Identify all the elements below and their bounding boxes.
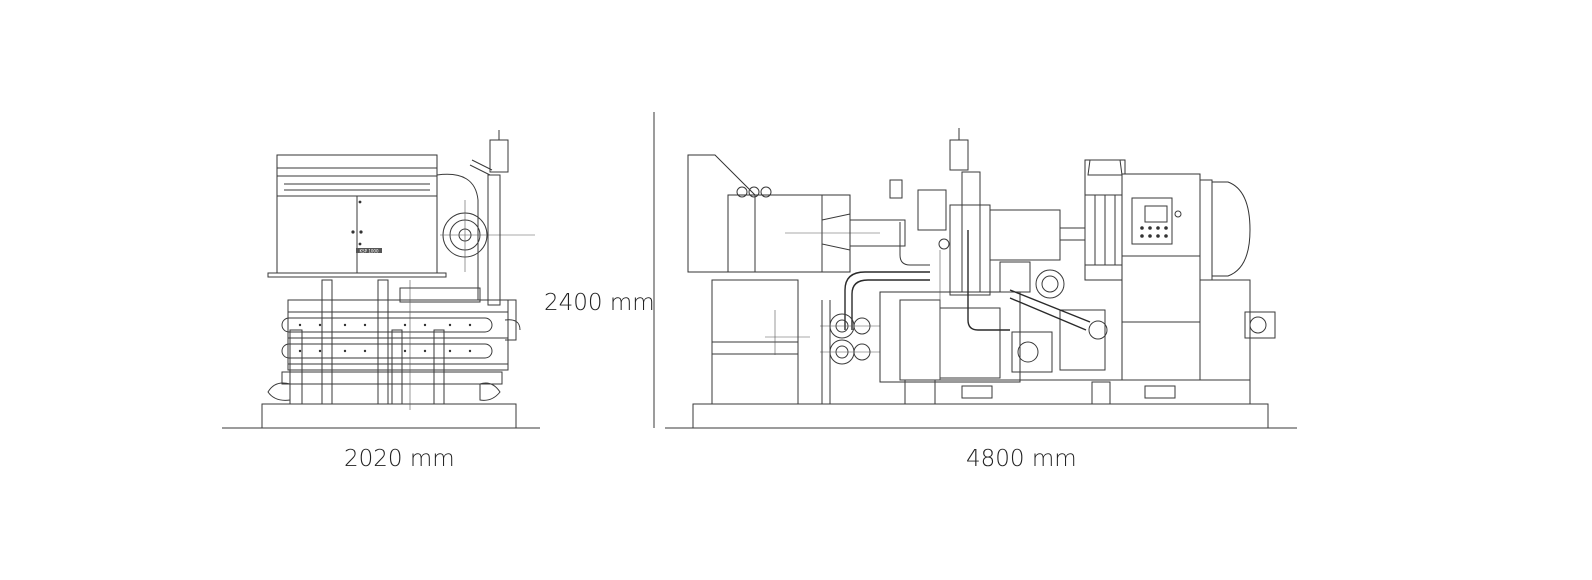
control-panel bbox=[1131, 197, 1173, 245]
cooler-tube-upper bbox=[281, 317, 493, 333]
base-plinth-end bbox=[261, 403, 517, 429]
base-plinth-side bbox=[692, 403, 1269, 429]
nameplate-text: KSP 1000 bbox=[359, 249, 378, 254]
end-view-drawing: KSP 1000 bbox=[222, 130, 540, 429]
coupling-pipe bbox=[1009, 289, 1091, 323]
cooler-tube-lower bbox=[281, 343, 493, 359]
side-view-drawing bbox=[665, 128, 1297, 429]
width-dimension-label: 2020 mm bbox=[344, 446, 455, 472]
compressor-body bbox=[879, 291, 1021, 383]
display-screen bbox=[1144, 205, 1168, 223]
base-skid bbox=[904, 379, 1251, 405]
length-dimension-label: 4800 mm bbox=[966, 446, 1077, 472]
volute-outline bbox=[436, 173, 479, 301]
pressure-gauge bbox=[938, 238, 950, 250]
height-dimension-label: 2400 mm bbox=[544, 290, 655, 316]
control-cabinet bbox=[1121, 173, 1201, 381]
pipe-bend bbox=[844, 271, 930, 330]
lifting-eye bbox=[1249, 316, 1267, 334]
oil-tank-side bbox=[949, 139, 969, 171]
inlet-filter-housing bbox=[727, 194, 851, 273]
oil-tank-end bbox=[489, 139, 509, 173]
nameplate bbox=[356, 248, 382, 253]
fan-shroud bbox=[1211, 181, 1251, 277]
frame-post bbox=[321, 279, 333, 405]
